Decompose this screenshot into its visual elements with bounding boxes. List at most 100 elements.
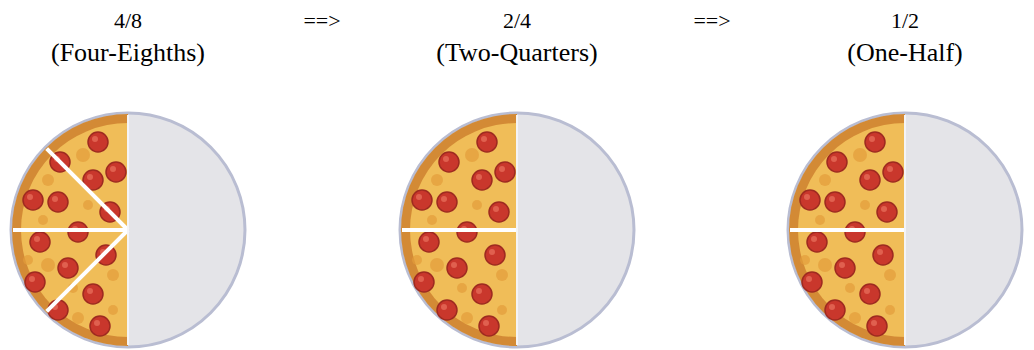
pepperoni — [860, 170, 880, 190]
pepperoni-highlight — [869, 136, 875, 142]
fraction-number: 1/2 — [775, 8, 1034, 34]
pepperoni — [23, 190, 43, 210]
pepperoni — [802, 272, 822, 292]
cheese-spot — [38, 215, 48, 225]
pepperoni-highlight — [87, 288, 93, 294]
pepperoni-highlight — [806, 276, 812, 282]
pepperoni — [873, 245, 893, 265]
cheese-spot — [108, 305, 118, 315]
pepperoni-highlight — [476, 174, 482, 180]
pizza-half — [12, 114, 128, 346]
pepperoni-highlight — [62, 262, 68, 268]
fraction-number: 2/4 — [387, 8, 647, 34]
cheese-spot — [107, 269, 119, 281]
pepperoni-highlight — [94, 320, 100, 326]
pepperoni-highlight — [423, 236, 429, 242]
pepperoni — [865, 132, 885, 152]
pepperoni — [489, 202, 509, 222]
pepperoni — [807, 232, 827, 252]
pepperoni — [477, 132, 497, 152]
pepperoni — [867, 316, 887, 336]
pepperoni-highlight — [483, 320, 489, 326]
pepperoni — [83, 284, 103, 304]
pepperoni-highlight — [110, 166, 116, 172]
pepperoni-highlight — [829, 304, 835, 310]
cheese-spot — [412, 255, 422, 265]
pepperoni — [800, 190, 820, 210]
pepperoni — [825, 300, 845, 320]
pepperoni — [827, 152, 847, 172]
pepperoni — [447, 258, 467, 278]
slice-cut — [13, 228, 128, 232]
pepperoni-highlight — [92, 136, 98, 142]
cheese-spot — [72, 312, 84, 324]
pepperoni — [479, 316, 499, 336]
pepperoni — [30, 232, 50, 252]
pepperoni — [25, 272, 45, 292]
pepperoni-highlight — [489, 249, 495, 255]
pepperoni — [48, 192, 68, 212]
pepperoni — [88, 132, 108, 152]
plate — [11, 113, 245, 347]
pepperoni — [106, 162, 126, 182]
cheese-spot — [431, 174, 443, 186]
crust — [12, 114, 128, 346]
pepperoni — [437, 192, 457, 212]
cheese-spot — [41, 258, 55, 272]
pepperoni-highlight — [29, 276, 35, 282]
cheese-spot — [23, 255, 33, 265]
pepperoni — [414, 272, 434, 292]
slice-cut — [47, 149, 128, 230]
cheese-spot — [457, 283, 467, 293]
cheese-spot — [427, 215, 437, 225]
pepperoni-highlight — [441, 196, 447, 202]
pizza-half — [401, 114, 517, 346]
cheese-spot — [849, 312, 861, 324]
pepperoni — [825, 192, 845, 212]
pepperoni-highlight — [493, 206, 499, 212]
pepperoni-highlight — [829, 196, 835, 202]
pepperoni-highlight — [481, 136, 487, 142]
pepperoni-highlight — [881, 206, 887, 212]
cheese-spot — [885, 305, 895, 315]
cheese-spot — [83, 200, 93, 210]
fraction-number: 4/8 — [0, 8, 258, 34]
cheese-spot — [430, 258, 444, 272]
pepperoni-highlight — [52, 196, 58, 202]
cheese-spot — [76, 148, 90, 162]
plate — [400, 113, 634, 347]
fraction-name: (One-Half) — [775, 38, 1034, 68]
fraction-pizza: 2/4 (Two-Quarters) — [387, 0, 647, 350]
fraction-name: (Two-Quarters) — [387, 38, 647, 68]
cheese-spot — [800, 255, 810, 265]
cheese-spot — [884, 269, 896, 281]
pepperoni-highlight — [443, 156, 449, 162]
pepperoni-highlight — [87, 174, 93, 180]
cheese-spot — [860, 200, 870, 210]
cheese-spot — [497, 305, 507, 315]
pepperoni-highlight — [804, 194, 810, 200]
arrow-text: ==> — [303, 8, 340, 34]
pepperoni — [412, 190, 432, 210]
cheese-spot — [496, 269, 508, 281]
pepperoni — [485, 245, 505, 265]
pepperoni — [883, 162, 903, 182]
pepperoni-highlight — [811, 236, 817, 242]
arrow-text: ==> — [693, 8, 730, 34]
pepperoni — [48, 300, 68, 320]
crust — [789, 114, 905, 346]
crust — [401, 114, 517, 346]
pepperoni — [877, 202, 897, 222]
half-edge — [516, 115, 518, 345]
pepperoni — [495, 162, 515, 182]
pepperoni-highlight — [441, 304, 447, 310]
pepperoni — [835, 258, 855, 278]
pepperoni — [419, 232, 439, 252]
cheese-spot — [845, 283, 855, 293]
fraction-pizza: 1/2 (One-Half) — [775, 0, 1034, 350]
cheese-spot — [42, 174, 54, 186]
pepperoni-highlight — [416, 194, 422, 200]
half-edge — [127, 115, 129, 345]
fraction-pizza: 4/8(Four-Eighths) — [0, 0, 258, 350]
cheese-spot — [465, 148, 479, 162]
